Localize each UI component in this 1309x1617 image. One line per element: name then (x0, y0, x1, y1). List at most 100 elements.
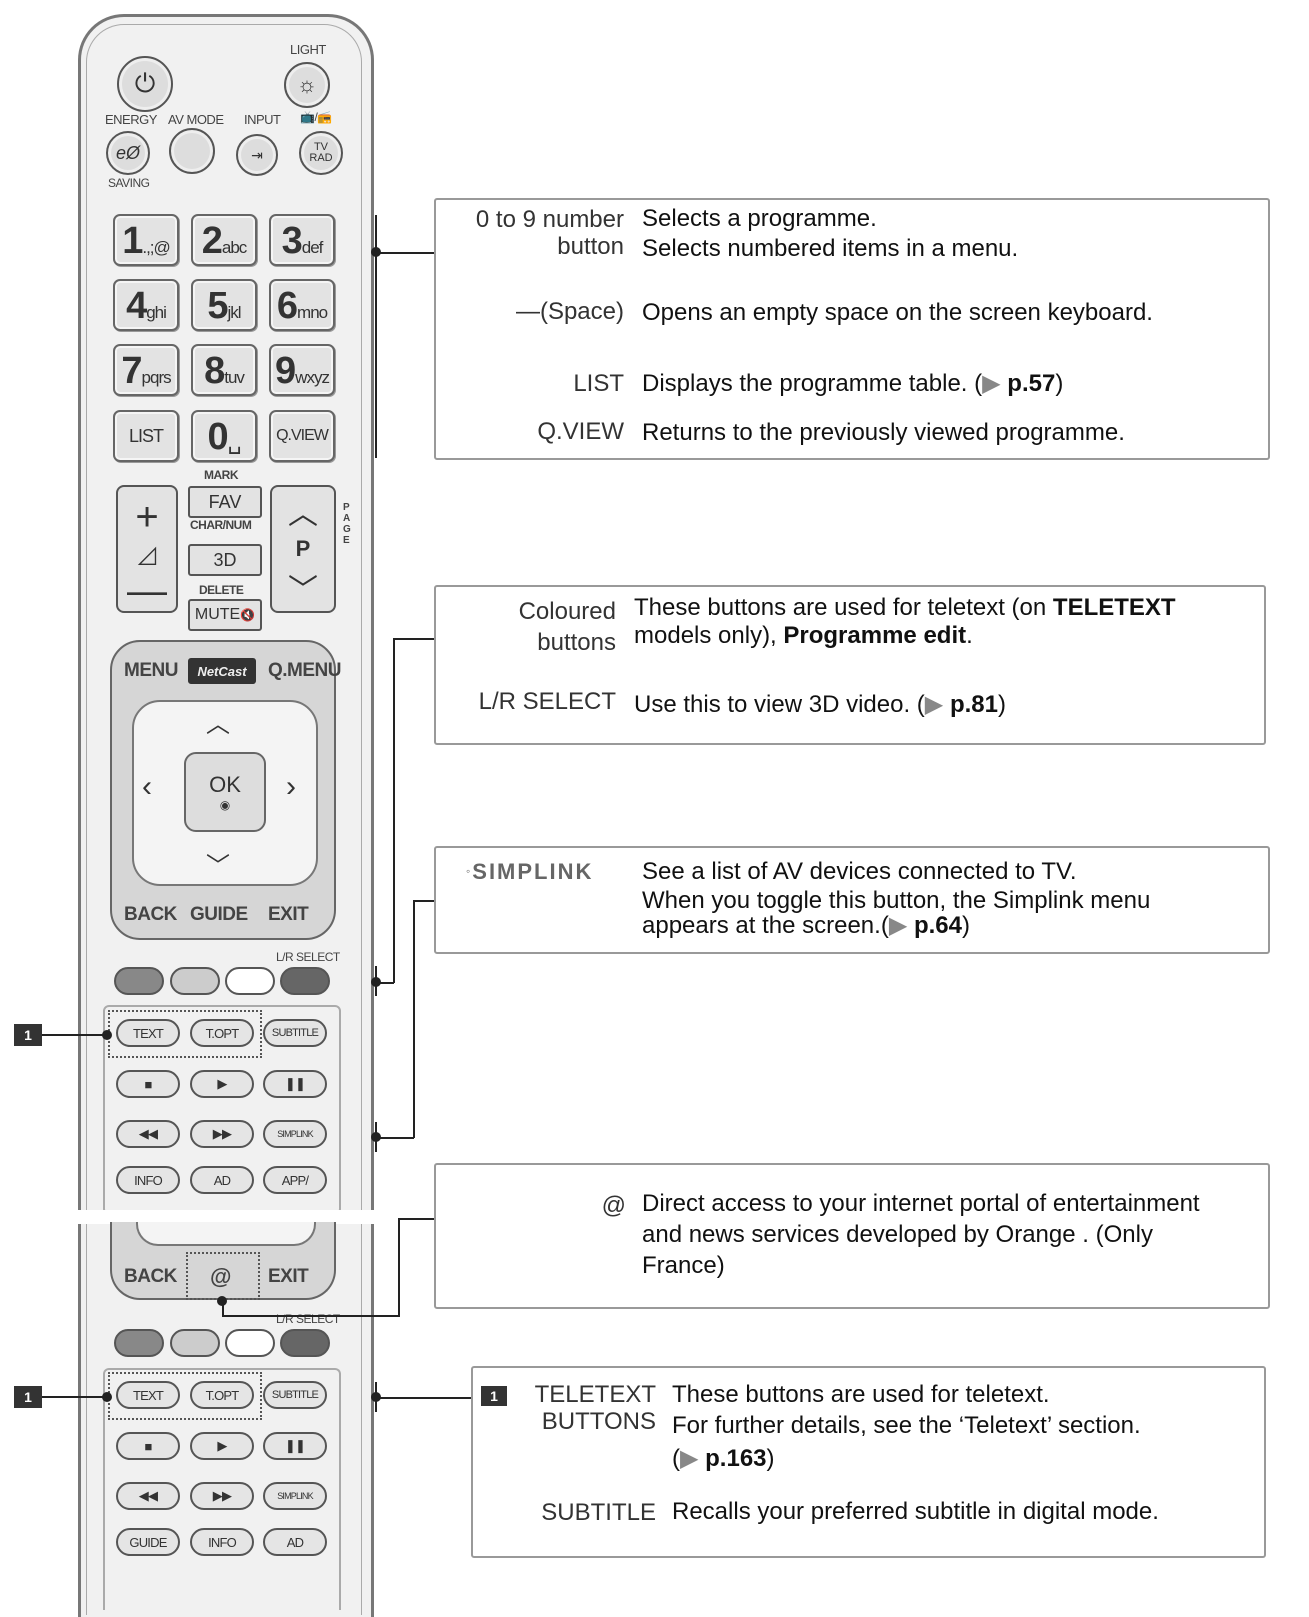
qview-button[interactable]: Q.VIEW (269, 410, 335, 462)
callout-at (434, 1163, 1270, 1309)
volume-rocker[interactable]: + ◿ — (116, 485, 178, 613)
ad-button-lower[interactable]: AD (263, 1528, 327, 1556)
light-label: LIGHT (290, 42, 326, 57)
list-button[interactable]: LIST (113, 410, 179, 462)
topt-button-lower[interactable]: T.OPT (190, 1381, 254, 1409)
eco-icon: eØ (115, 142, 140, 163)
number-letters: def (301, 238, 324, 257)
blue-button[interactable] (280, 967, 330, 995)
rewind-button[interactable]: ◀◀ (116, 1120, 180, 1148)
netcast-button[interactable]: NetCast (188, 658, 256, 684)
input-button[interactable]: ⇥ (236, 134, 278, 176)
pause-icon: ❚❚ (284, 1438, 306, 1453)
simplink-logo-icon: ◦ (466, 864, 473, 878)
number-letters: tuv (224, 368, 245, 387)
subtitle-button[interactable]: SUBTITLE (263, 1019, 327, 1047)
fast-forward-button[interactable]: ▶▶ (190, 1120, 254, 1148)
number-letters: pqrs (141, 368, 172, 387)
ref-teletext[interactable]: p.163 (705, 1445, 767, 1472)
ref-list[interactable]: p.57 (1007, 370, 1056, 397)
3d-button[interactable]: 3D (188, 544, 262, 576)
simplink-button-lower[interactable]: SIMPLINK (263, 1482, 327, 1510)
fast-forward-icon: ▶▶ (212, 1488, 232, 1503)
fav-button[interactable]: FAV (188, 486, 262, 518)
mute-button[interactable]: MUTE🔇 (188, 599, 262, 631)
fast-forward-icon: ▶▶ (212, 1126, 232, 1141)
sun-icon: ☼ (296, 72, 318, 97)
chevron-up-icon: ︿ (288, 498, 318, 531)
pause-button-lower[interactable]: ❚❚ (263, 1432, 327, 1460)
text-button-lower[interactable]: TEXT (116, 1381, 180, 1409)
guide-button-lower[interactable]: GUIDE (116, 1528, 180, 1556)
play-button[interactable]: ▶ (190, 1070, 254, 1098)
subtitle-button-lower[interactable]: SUBTITLE (263, 1381, 327, 1409)
yellow-button-lower[interactable] (225, 1329, 275, 1357)
term-subtitle: SUBTITLE (541, 1499, 656, 1526)
topt-button[interactable]: T.OPT (190, 1019, 254, 1047)
green-button[interactable] (170, 967, 220, 995)
left-arrow-button[interactable]: ‹ (142, 770, 152, 803)
leader-coloured-b (393, 638, 395, 983)
desc-lr-select: Use this to view 3D video. (▶ p.81) (634, 691, 1006, 718)
stop-icon: ■ (144, 1438, 152, 1454)
play-button-lower[interactable]: ▶ (190, 1432, 254, 1460)
down-arrow-button[interactable]: ﹀ (206, 853, 230, 880)
qmenu-button[interactable]: Q.MENU (268, 660, 342, 681)
text-button[interactable]: TEXT (116, 1019, 180, 1047)
ref-lr-select[interactable]: p.81 (949, 691, 998, 718)
energy-saving-button[interactable]: eØ (106, 131, 150, 175)
term-number-button: 0 to 9 number button (475, 206, 624, 260)
up-arrow-button[interactable]: ︿ (206, 711, 230, 738)
light-button[interactable]: ☼ (284, 62, 330, 108)
at-button[interactable]: @ (210, 1264, 231, 1289)
desc-list-text: Displays the programme table. (642, 370, 968, 397)
info-button-lower[interactable]: INFO (190, 1528, 254, 1556)
exit-button-lower[interactable]: EXIT (268, 1266, 309, 1287)
rewind-button-lower[interactable]: ◀◀ (116, 1482, 180, 1510)
page-label: PAGE (343, 502, 351, 546)
blue-button-lower[interactable] (280, 1329, 330, 1357)
zero-button[interactable]: 0␣ (191, 410, 257, 462)
number-digit: 8 (204, 350, 225, 392)
green-button-lower[interactable] (170, 1329, 220, 1357)
leader-numbers (376, 252, 434, 254)
back-button[interactable]: BACK (124, 904, 177, 925)
stop-button[interactable]: ■ (116, 1070, 180, 1098)
red-button[interactable] (114, 967, 164, 995)
back-button-lower[interactable]: BACK (124, 1266, 177, 1287)
number-1-button[interactable]: 1.,;@ (113, 214, 179, 266)
guide-button[interactable]: GUIDE (190, 904, 248, 925)
exit-button[interactable]: EXIT (268, 904, 309, 925)
simplink-button[interactable]: SIMPLINK (263, 1120, 327, 1148)
fast-forward-button-lower[interactable]: ▶▶ (190, 1482, 254, 1510)
red-button-lower[interactable] (114, 1329, 164, 1357)
av-mode-button[interactable] (169, 128, 215, 174)
pause-button[interactable]: ❚❚ (263, 1070, 327, 1098)
app-button[interactable]: APP/ (263, 1166, 327, 1194)
plus-icon: + (135, 495, 159, 539)
remote-inner-outline (86, 24, 362, 1615)
number-digit: 7 (121, 350, 142, 392)
term-qview: Q.VIEW (537, 418, 624, 445)
power-button[interactable]: ⏻ (117, 56, 173, 112)
programme-rocker[interactable]: ︿ P ﹀ (270, 485, 336, 613)
ref-simplink[interactable]: p.64 (913, 912, 962, 939)
marker-line-lower (42, 1396, 106, 1398)
leader-simplink-a (376, 1137, 414, 1139)
ok-button[interactable]: OK ◉ (184, 752, 266, 832)
ad-button[interactable]: AD (190, 1166, 254, 1194)
stop-button-lower[interactable]: ■ (116, 1432, 180, 1460)
info-button[interactable]: INFO (116, 1166, 180, 1194)
tv-rad-button[interactable]: TV RAD (299, 131, 343, 175)
yellow-button[interactable] (225, 967, 275, 995)
menu-button[interactable]: MENU (124, 660, 178, 681)
right-arrow-button[interactable]: › (286, 770, 296, 803)
